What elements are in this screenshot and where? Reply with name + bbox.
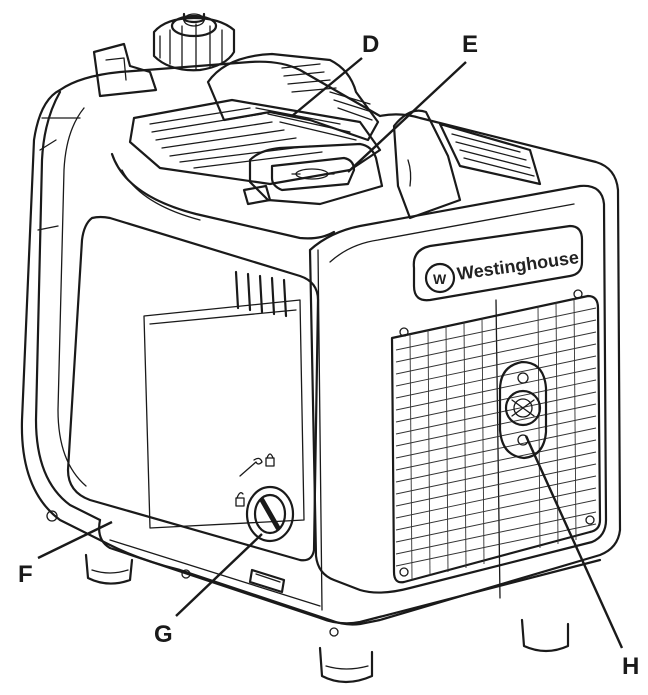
callout-h: H — [622, 653, 639, 680]
top-slots — [149, 107, 357, 169]
grille-ribs — [409, 297, 577, 581]
eco-knob — [235, 453, 295, 543]
fuel-cap — [152, 12, 236, 72]
callout-e: E — [462, 31, 478, 58]
top-right-vents — [438, 122, 542, 186]
side-vents — [234, 270, 288, 318]
leader-f — [37, 520, 113, 560]
brand-badge: W Westinghouse — [412, 224, 584, 302]
bottom-latch — [248, 568, 286, 594]
wrench-icon — [239, 457, 263, 477]
handle-grip-texture — [281, 63, 373, 121]
callout-d: D — [362, 31, 379, 58]
brand-logo-mark: W — [433, 271, 447, 287]
callout-leaders — [37, 57, 624, 649]
leader-g — [175, 533, 263, 617]
callout-g: G — [154, 621, 173, 648]
generator-body — [20, 60, 622, 637]
generator-feet — [84, 553, 570, 684]
unlock-icon — [235, 492, 245, 507]
lock-icon — [265, 453, 275, 467]
callout-labels: D E F G H — [18, 31, 639, 680]
callout-f: F — [18, 561, 33, 588]
leader-e — [347, 61, 467, 173]
leader-d — [291, 57, 363, 117]
recoil-start-panel — [498, 360, 548, 460]
leader-h — [524, 435, 624, 649]
generator-top — [92, 12, 542, 240]
